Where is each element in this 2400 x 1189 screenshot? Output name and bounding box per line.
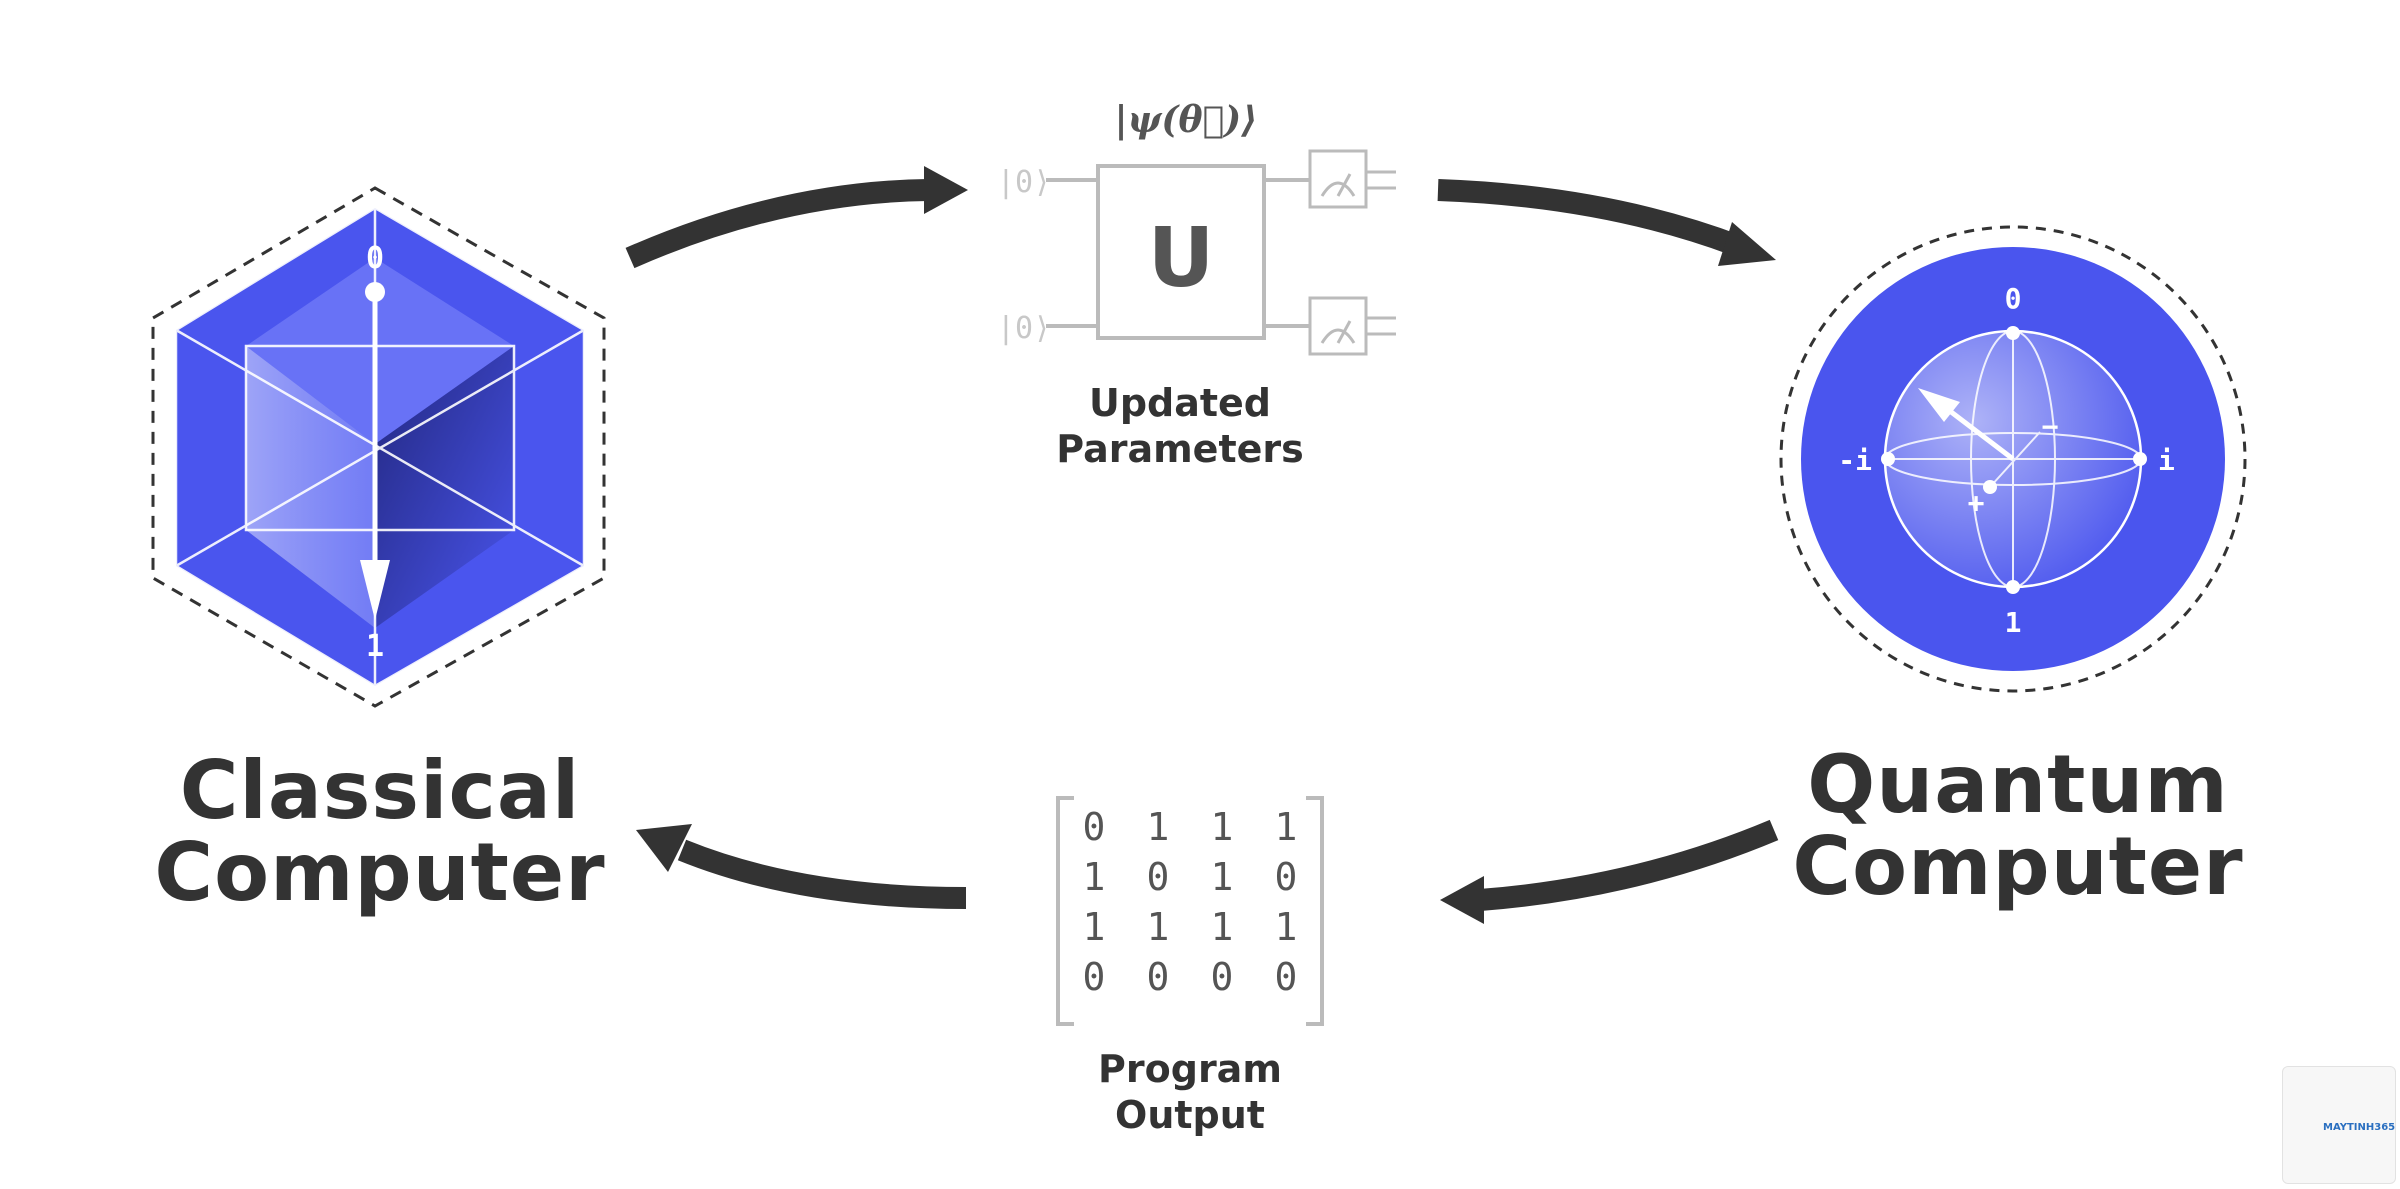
sphere-dashed-outline	[1779, 225, 2247, 693]
matrix-cell: 1	[1274, 905, 1298, 949]
unitary-gate-label: U	[1148, 211, 1215, 306]
sphere-label-i: i	[2158, 444, 2175, 477]
classical-cube: 0 1	[151, 186, 606, 708]
quantum-computer-title: Quantum Computer	[1758, 744, 2278, 908]
matrix-cell: 1	[1146, 805, 1170, 849]
watermark-badge: MAYTINH365	[2282, 1066, 2396, 1184]
classical-computer-title: Classical Computer	[120, 750, 640, 914]
unitary-gate-box	[1096, 164, 1266, 340]
matrix-cell: 0	[1146, 955, 1170, 999]
measurement-box-2	[1308, 296, 1368, 356]
matrix-cell: 0	[1146, 855, 1170, 899]
matrix-cell: 1	[1274, 805, 1298, 849]
updated-parameters-caption: Updated Parameters	[1000, 380, 1360, 472]
matrix-cell: 0	[1274, 855, 1298, 899]
quantum-title-line1: Quantum	[1807, 738, 2229, 831]
classical-bottom-state-label: 1	[366, 629, 384, 664]
sphere-label-zero: 0	[2005, 282, 2022, 315]
classical-state-arrow-head	[360, 560, 390, 620]
cube-inner-top-face	[246, 258, 514, 444]
quantum-title-line2: Computer	[1792, 820, 2244, 913]
classical-top-state-label: 0	[366, 241, 384, 276]
arrow-output-to-classical	[677, 839, 967, 909]
arrow-classical-to-parameters	[625, 179, 929, 269]
meter-icon-2	[1320, 320, 1356, 344]
matrix-cell: 1	[1146, 905, 1170, 949]
arrow-quantum-to-output-head	[1440, 876, 1484, 924]
updated-parameters-line2: Parameters	[1056, 427, 1304, 471]
matrix-cell: 0	[1274, 955, 1298, 999]
classical-state-dot	[365, 282, 385, 302]
circuit-state-label: |ψ(θ⃗)⟩	[1114, 99, 1257, 141]
program-output-line1: Program	[1098, 1047, 1282, 1091]
sphere-label-one: 1	[2005, 606, 2022, 639]
sphere-label-minus-i: -i	[1838, 444, 1872, 477]
qubit-input-2-label: |0⟩	[997, 311, 1051, 346]
quantum-bloch-sphere: 0 1 -i i + −	[1779, 225, 2247, 693]
arrow-quantum-to-output	[1479, 819, 1779, 911]
matrix-left-bracket	[1056, 796, 1074, 1026]
matrix-cell: 0	[1210, 955, 1234, 999]
watermark-text: MAYTINH365	[2323, 1122, 2396, 1133]
program-output-line2: Output	[1115, 1093, 1265, 1137]
arrow-parameters-to-quantum-head	[1718, 222, 1776, 266]
sphere-point-bottom	[2006, 580, 2020, 594]
matrix-cell: 1	[1210, 805, 1234, 849]
classical-title-line1: Classical	[179, 744, 581, 837]
cycle-arrows	[625, 166, 1779, 924]
classical-wire-2	[1366, 316, 1396, 336]
matrix-cell: 0	[1082, 955, 1106, 999]
sphere-point-right	[2133, 452, 2147, 466]
meter-icon-1	[1320, 173, 1356, 197]
quantum-state-arrow-head	[1918, 388, 1960, 422]
quantum-circuit: |ψ(θ⃗)⟩ |0⟩ |0⟩ U	[997, 99, 1396, 356]
cube-dashed-outline	[151, 186, 606, 708]
cube-inner-right-face	[375, 346, 514, 628]
matrix-cell: 1	[1210, 905, 1234, 949]
matrix-cell: 1	[1210, 855, 1234, 899]
measurement-box-1	[1308, 149, 1368, 209]
sphere-point-top	[2006, 326, 2020, 340]
matrix-right-bracket	[1306, 796, 1324, 1026]
arrow-classical-to-parameters-head	[924, 166, 968, 214]
sphere-point-left	[1881, 452, 1895, 466]
arrow-parameters-to-quantum	[1437, 179, 1742, 257]
classical-wire-1	[1366, 170, 1396, 190]
matrix-cell: 0	[1082, 805, 1106, 849]
program-output-caption: Program Output	[1010, 1046, 1370, 1138]
sphere-point-front	[1983, 480, 1997, 494]
sphere-label-plus: +	[1968, 486, 1985, 519]
matrix-cell: 1	[1082, 905, 1106, 949]
sphere-label-minus: −	[2042, 410, 2059, 443]
matrix-cell: 1	[1082, 855, 1106, 899]
qubit-input-1-label: |0⟩	[997, 165, 1051, 200]
updated-parameters-line1: Updated	[1088, 381, 1272, 425]
arrow-output-to-classical-head	[636, 824, 692, 872]
classical-title-line2: Computer	[154, 826, 606, 919]
